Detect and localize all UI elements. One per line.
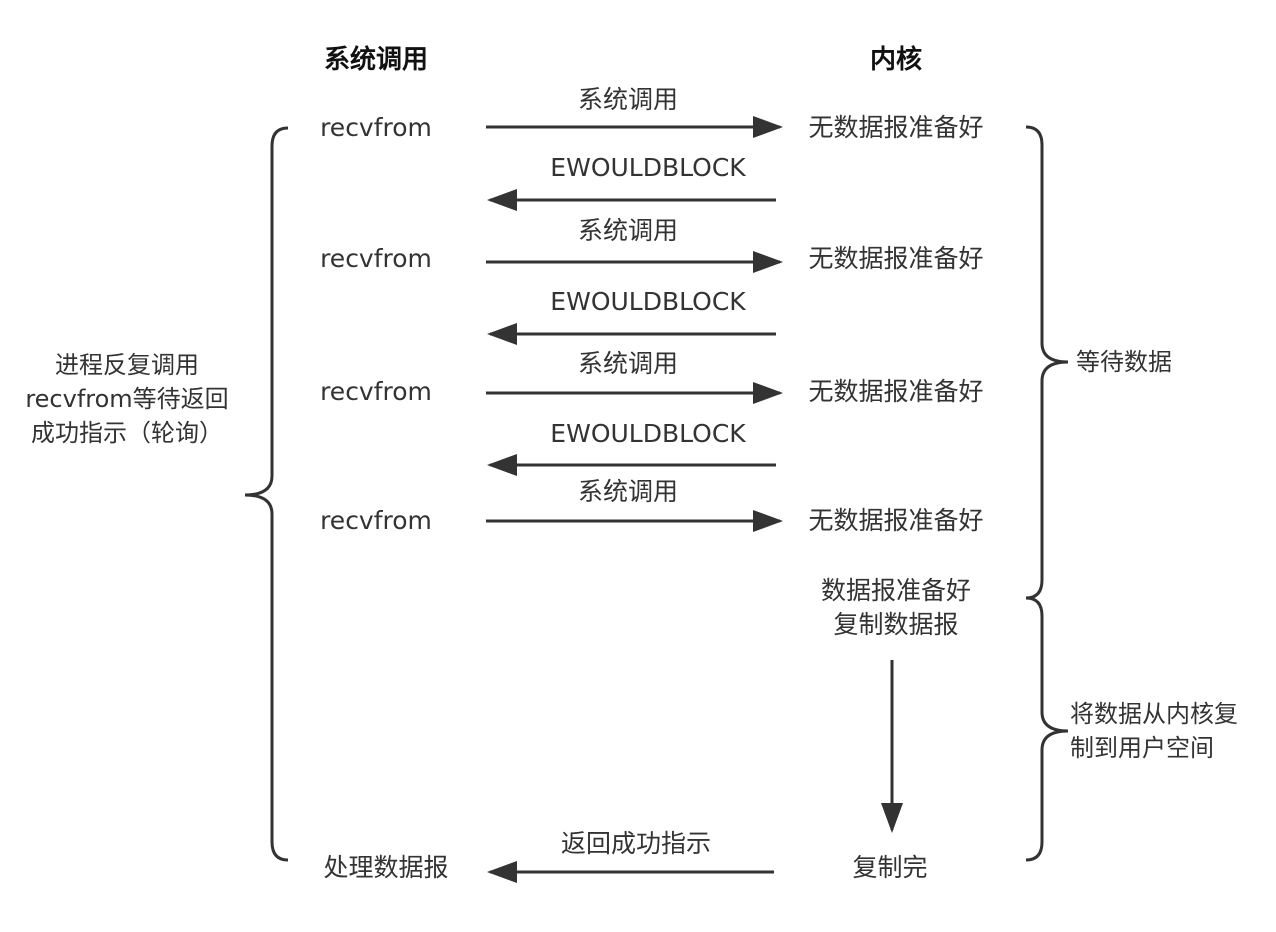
header-kernel: 内核 bbox=[869, 45, 923, 75]
left-note-line-3: 成功指示（轮询） bbox=[31, 419, 223, 447]
kernel-state-4: 无数据报准备好 bbox=[808, 506, 984, 535]
syscall-label-2: 系统调用 bbox=[577, 216, 679, 245]
right-brace-wait bbox=[1025, 125, 1069, 600]
kernel-state-3: 无数据报准备好 bbox=[808, 377, 984, 406]
syscall-label-3: 系统调用 bbox=[577, 349, 679, 378]
left-polling-note: 进程反复调用 recvfrom等待返回 成功指示（轮询） bbox=[14, 348, 240, 450]
recvfrom-call-2: recvfrom bbox=[320, 244, 432, 273]
right-note-copy: 将数据从内核复 制到用户空间 bbox=[1070, 697, 1266, 765]
recvfrom-call-4: recvfrom bbox=[320, 506, 432, 535]
kernel-ready-label: 数据报准备好 复制数据报 bbox=[796, 574, 996, 642]
right-note-copy-line-2: 制到用户空间 bbox=[1070, 734, 1214, 762]
kernel-ready-line-2: 复制数据报 bbox=[833, 610, 959, 639]
ewouldblock-label-2: EWOULDBLOCK bbox=[550, 287, 746, 316]
left-note-line-2: recvfrom等待返回 bbox=[25, 385, 229, 413]
process-datagram-label: 处理数据报 bbox=[323, 853, 449, 882]
ewouldblock-label-3: EWOULDBLOCK bbox=[550, 419, 746, 448]
recvfrom-call-1: recvfrom bbox=[320, 113, 432, 142]
left-brace bbox=[244, 126, 289, 862]
return-success-label: 返回成功指示 bbox=[560, 829, 712, 858]
right-brace-copy bbox=[1025, 596, 1069, 862]
left-note-line-1: 进程反复调用 bbox=[55, 351, 199, 379]
kernel-state-2: 无数据报准备好 bbox=[808, 244, 984, 273]
kernel-ready-line-1: 数据报准备好 bbox=[820, 576, 971, 605]
recvfrom-call-3: recvfrom bbox=[320, 377, 432, 406]
syscall-label-1: 系统调用 bbox=[577, 85, 679, 114]
syscall-label-4: 系统调用 bbox=[577, 477, 679, 506]
copy-done-label: 复制完 bbox=[852, 853, 928, 882]
right-note-copy-line-1: 将数据从内核复 bbox=[1070, 700, 1238, 728]
kernel-state-1: 无数据报准备好 bbox=[808, 113, 984, 142]
right-note-wait: 等待数据 bbox=[1076, 348, 1172, 376]
ewouldblock-label-1: EWOULDBLOCK bbox=[550, 153, 746, 182]
header-process: 系统调用 bbox=[323, 45, 429, 75]
